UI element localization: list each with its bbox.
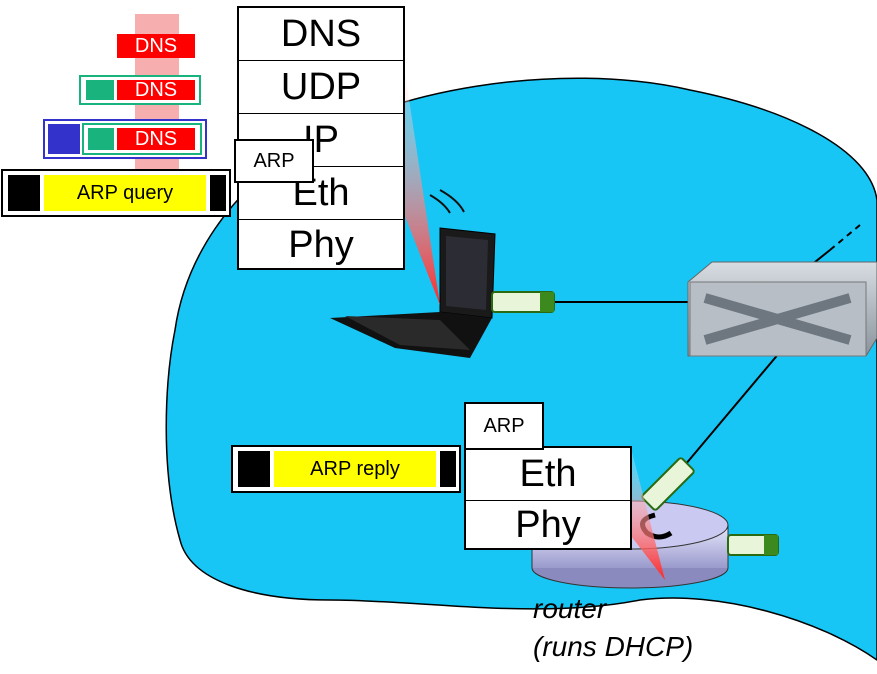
router-layer-phy: Phy — [466, 500, 630, 550]
host-layer-dns: DNS — [280, 12, 362, 55]
router-protocol-stack: Eth Phy — [464, 446, 632, 550]
dns-packet — [117, 34, 195, 58]
arp-reply-frame — [231, 445, 461, 493]
ip-packet — [43, 119, 207, 159]
udp-packet-dns-label: DNS — [134, 78, 178, 101]
router-nic-top — [641, 457, 695, 511]
host-layer-udp: UDP — [239, 60, 403, 113]
laptop-nic — [491, 291, 555, 313]
ip-packet-dns-label: DNS — [134, 127, 178, 150]
udp-packet — [79, 75, 201, 105]
host-layer-phy: Phy — [239, 219, 403, 270]
host-arp-box: ARP — [234, 139, 314, 183]
arp-query-frame — [1, 169, 231, 217]
switch-router-link — [684, 351, 781, 466]
laptop-icon — [330, 189, 496, 358]
router-caption-subtitle: (runs DHCP) — [533, 631, 694, 662]
dns-packet-label: DNS — [134, 34, 178, 57]
router-nic-right — [727, 534, 779, 556]
router-layer-eth: Eth — [519, 452, 577, 495]
switch-icon — [687, 261, 877, 357]
arp-reply-label: ARP reply — [310, 457, 400, 480]
arp-query-label: ARP query — [76, 181, 174, 204]
router-arp-box: ARP — [464, 402, 544, 450]
router-caption-title: router — [533, 593, 607, 624]
host-protocol-stack: DNS UDP IP Eth Phy — [237, 6, 405, 270]
